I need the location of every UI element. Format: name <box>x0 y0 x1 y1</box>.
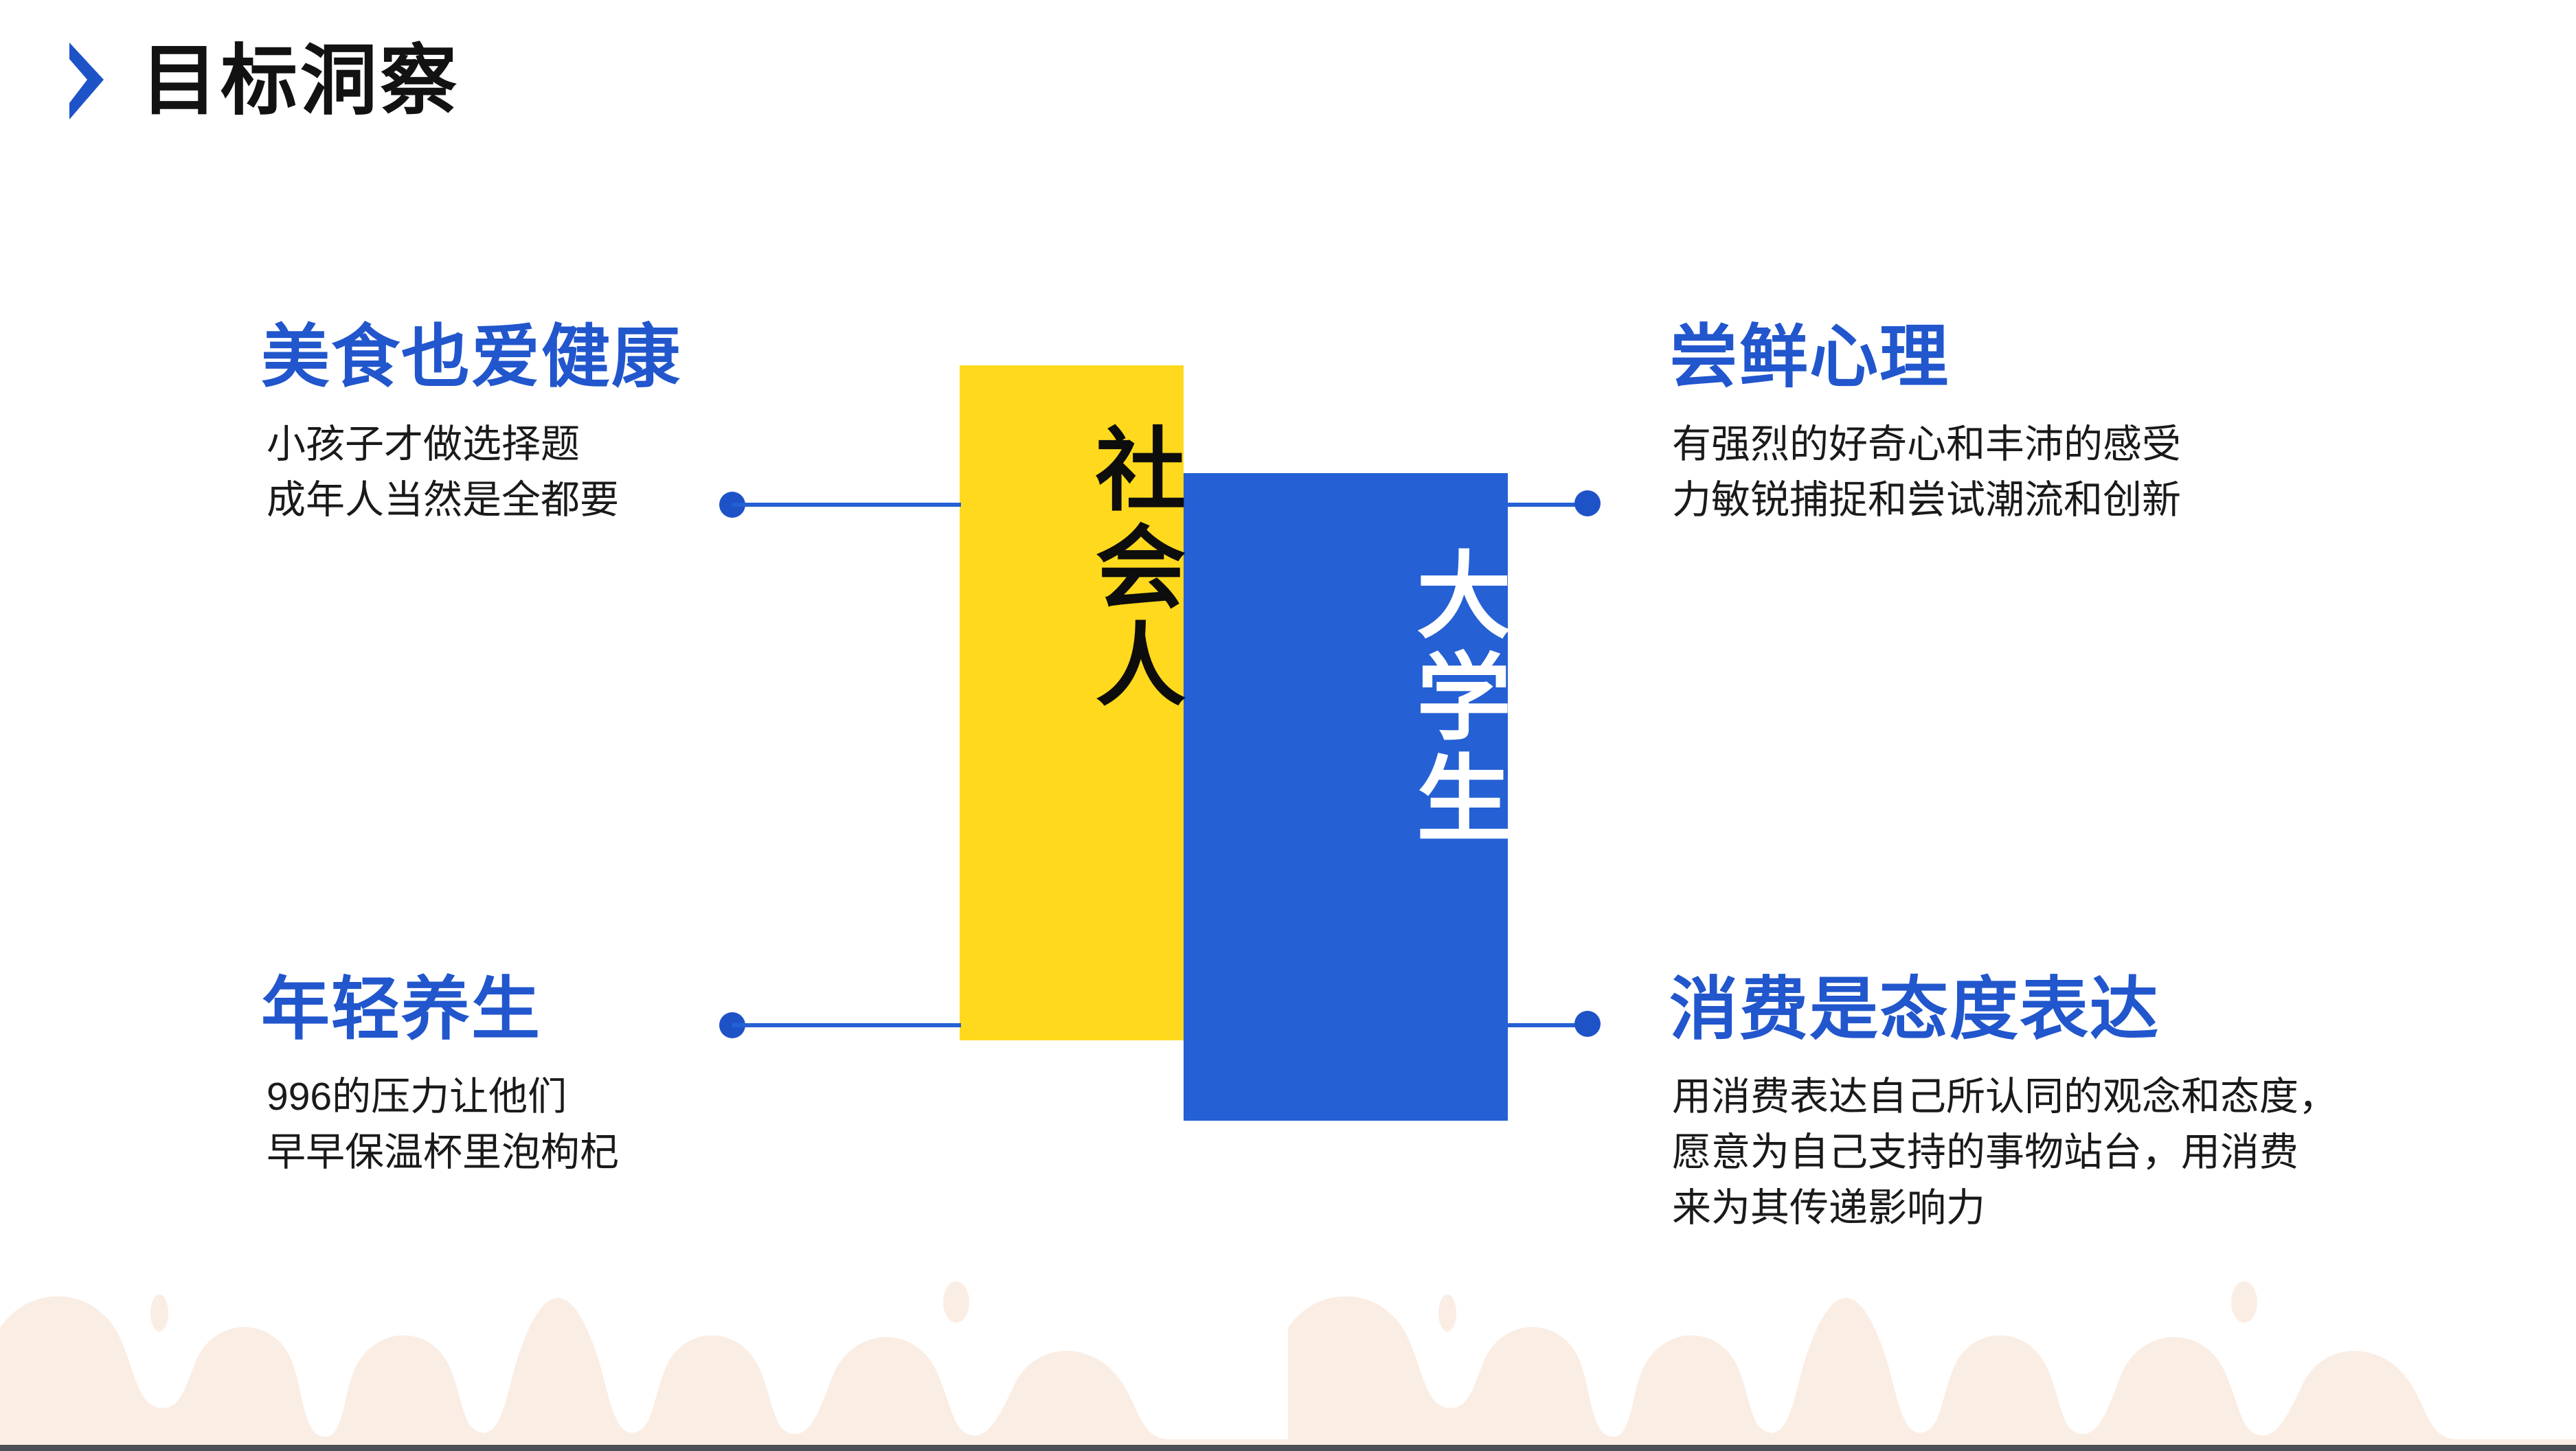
insight-body-line: 成年人当然是全都要 <box>267 477 619 522</box>
insight-body-line: 力敏锐捕捉和尝试潮流和创新 <box>1672 477 2181 522</box>
insight-body-line: 早早保温杯里泡枸杞 <box>267 1130 619 1174</box>
insight-body-bottom-left: 996的压力让他们 早早保温杯里泡枸杞 <box>267 1069 619 1180</box>
connector-dot-top-right <box>1574 490 1601 516</box>
insight-block-bottom-right: 消费是态度表达 用消费表达自己所认同的观念和态度， 愿意为自己支持的事物站台，用… <box>1669 974 2338 1236</box>
connector-dot-bottom-right <box>1574 1011 1601 1037</box>
persona-card-blue <box>1184 473 1508 1121</box>
insight-body-line: 小孩子才做选择题 <box>267 422 580 466</box>
persona-card-blue-label: 大学生 <box>1402 546 1508 851</box>
insight-body-line: 用消费表达自己所认同的观念和态度， <box>1672 1075 2338 1119</box>
insight-heading-bottom-left: 年轻养生 <box>261 971 541 1048</box>
persona-card-yellow-label: 社会人 <box>1083 422 1184 715</box>
connector-line-top-right <box>1507 503 1588 507</box>
persona-card-yellow <box>960 365 1184 1040</box>
insight-body-line: 有强烈的好奇心和丰沛的感受 <box>1672 422 2181 466</box>
insight-block-top-right: 尝鲜心理 有强烈的好奇心和丰沛的感受 力敏锐捕捉和尝试潮流和创新 <box>1669 321 2181 528</box>
insight-heading-top-left: 美食也爱健康 <box>261 319 681 396</box>
insight-block-bottom-left: 年轻养生 996的压力让他们 早早保温杯里泡枸杞 <box>261 974 619 1180</box>
connector-line-top-left <box>732 503 961 507</box>
insight-body-top-left: 小孩子才做选择题 成年人当然是全都要 <box>267 417 681 528</box>
page-title-row: 目标洞察 <box>65 40 460 122</box>
milk-drip-wave-icon <box>0 1281 2576 1445</box>
insight-body-line: 996的压力让他们 <box>267 1075 567 1119</box>
insight-heading-bottom-right: 消费是态度表达 <box>1669 971 2160 1048</box>
connector-line-bottom-right <box>1507 1023 1588 1027</box>
insight-heading-top-right: 尝鲜心理 <box>1669 319 1950 396</box>
connector-line-bottom-left <box>732 1023 961 1027</box>
insight-body-line: 来为其传递影响力 <box>1672 1185 1985 1230</box>
page-title: 目标洞察 <box>141 38 460 124</box>
insight-body-line: 愿意为自己支持的事物站台，用消费 <box>1672 1130 2298 1174</box>
insight-body-top-right: 有强烈的好奇心和丰沛的感受 力敏锐捕捉和尝试潮流和创新 <box>1672 417 2181 528</box>
insight-body-bottom-right: 用消费表达自己所认同的观念和态度， 愿意为自己支持的事物站台，用消费 来为其传递… <box>1672 1069 2338 1236</box>
chevron-right-icon <box>69 43 104 119</box>
insight-block-top-left: 美食也爱健康 小孩子才做选择题 成年人当然是全都要 <box>261 321 681 528</box>
